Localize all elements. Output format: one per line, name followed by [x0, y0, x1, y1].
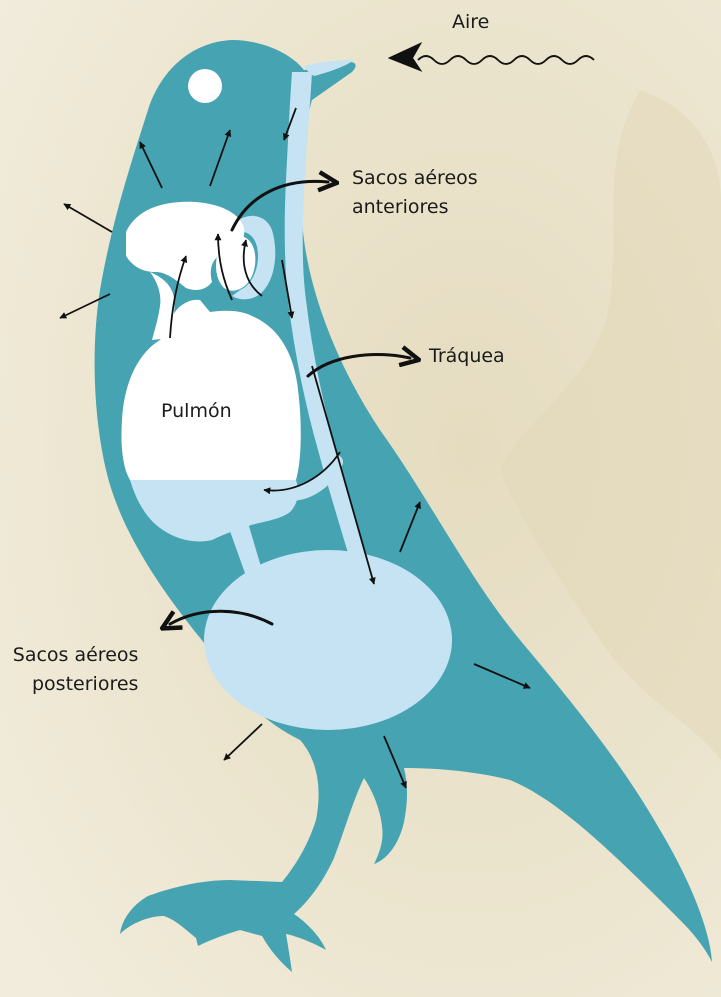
label-posterior-line2: posteriores	[4, 670, 138, 699]
label-air: Aire	[452, 8, 489, 37]
posterior-air-sac	[204, 550, 452, 730]
label-anterior-air-sacs: Sacos aéreos anteriores	[352, 164, 478, 222]
label-anterior-line2: anteriores	[352, 193, 478, 222]
label-posterior-air-sacs: Sacos aéreos posteriores	[4, 641, 138, 699]
label-anterior-line1: Sacos aéreos	[352, 164, 478, 193]
label-lung: Pulmón	[161, 397, 232, 426]
bird-eye	[188, 69, 222, 103]
label-trachea: Tráquea	[429, 342, 505, 371]
label-posterior-line1: Sacos aéreos	[4, 641, 138, 670]
